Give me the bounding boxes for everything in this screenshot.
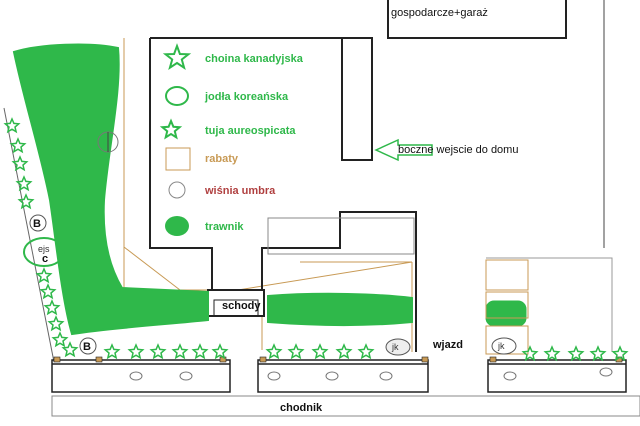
marker-ejs: ejs: [38, 244, 50, 254]
side-entrance-arrow: boczne wejscie do domu: [374, 138, 518, 162]
thuja-icon: [265, 343, 283, 360]
cherry-icon: [325, 371, 339, 381]
fence-posts: [53, 356, 623, 363]
thuja-icon: [61, 341, 79, 358]
thuja-icon: [191, 343, 209, 360]
thuja-icon: [15, 175, 33, 192]
thuja-icon: [543, 345, 561, 362]
legend-item-wisnia: wiśnia umbra: [168, 181, 276, 199]
thuja-icon: [335, 343, 353, 360]
stairs-label: schody: [222, 300, 261, 312]
thuja-icon: [211, 343, 229, 360]
small-star-icon: [159, 118, 183, 140]
thuja-icon: [103, 343, 121, 360]
cherry-icon: [379, 371, 393, 381]
cherry-icon: [129, 371, 143, 381]
marker-jk-left: jk: [391, 342, 399, 352]
thuja-icon: [9, 137, 27, 154]
thuja-icon: [17, 193, 35, 210]
square-outline-icon: [165, 147, 191, 171]
lawn-area: [12, 43, 527, 336]
legend-label-trawnik: trawnik: [205, 221, 244, 233]
markers: B ejs c B jk jk: [23, 131, 517, 356]
cherry-icon: [503, 371, 517, 381]
thuja-icon: [171, 343, 189, 360]
thuja-icon: [311, 343, 329, 360]
marker-b-bottom: B: [83, 341, 91, 353]
thuja-icon: [357, 343, 375, 360]
cherry-trees: [129, 367, 613, 381]
legend-label-wisnia: wiśnia umbra: [204, 185, 276, 197]
legend-label-tuja: tuja aureospicata: [205, 125, 296, 137]
outbuilding-label: gospodarcze+garaż: [391, 7, 488, 19]
sidewalk: chodnik: [51, 395, 640, 417]
thuja-icon: [39, 283, 57, 300]
legend-item-choina: choina kanadyjska: [162, 43, 304, 71]
thuja-icon: [35, 267, 53, 284]
cherry-icon: [267, 371, 281, 381]
thuja-icon: [127, 343, 145, 360]
outbuilding: gospodarcze+garaż: [387, 0, 605, 248]
thuja-icon: [589, 345, 607, 362]
legend-item-tuja: tuja aureospicata: [159, 118, 296, 140]
star-outline-icon: [162, 43, 192, 71]
driveway-label: wjazd: [432, 339, 463, 351]
thuja-icon: [287, 343, 305, 360]
marker-b-top: B: [33, 218, 41, 230]
legend: choina kanadyjska jodła koreańska tuja aur…: [159, 43, 304, 236]
grey-circle-icon: [168, 181, 186, 199]
stairs: schody: [207, 289, 265, 317]
legend-label-jodla: jodła koreańska: [204, 91, 289, 103]
marker-jk-right: jk: [497, 341, 505, 351]
thuja-icon: [521, 345, 539, 362]
thuja-icon: [51, 331, 69, 348]
thuja-icon: [47, 315, 65, 332]
thuja-icon: [3, 117, 21, 134]
circle-outline-icon: [165, 86, 189, 106]
cherry-icon: [599, 367, 613, 377]
legend-item-jodla: jodła koreańska: [165, 86, 289, 106]
sidewalk-label: chodnik: [280, 402, 323, 414]
thuja-icon: [43, 299, 61, 316]
thuja-icon: [149, 343, 167, 360]
thuja-row: [3, 117, 629, 362]
left-boundary-line: [3, 107, 55, 363]
legend-label-choina: choina kanadyjska: [205, 53, 304, 65]
thuja-icon: [11, 155, 29, 172]
lawn-blob-icon: [165, 216, 189, 236]
fence: [51, 359, 627, 393]
marker-c: c: [42, 253, 48, 265]
driveway-structures: [485, 257, 613, 355]
legend-label-rabaty: rabaty: [205, 153, 239, 165]
legend-item-trawnik: trawnik: [165, 216, 244, 236]
cherry-icon: [179, 371, 193, 381]
thuja-icon: [611, 345, 629, 362]
thuja-icon: [567, 345, 585, 362]
legend-item-rabaty: rabaty: [165, 147, 239, 171]
side-entrance-label: boczne wejscie do domu: [398, 144, 518, 156]
house-outline: [149, 37, 417, 352]
